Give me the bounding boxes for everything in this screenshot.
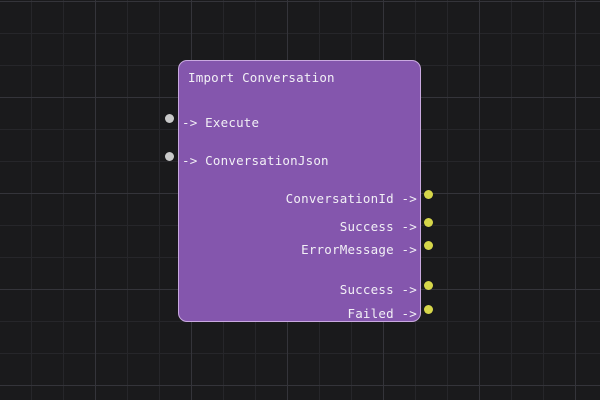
output-connector-conversationid-dot[interactable]: [424, 190, 433, 199]
output-pin-conversationid-label[interactable]: ConversationId ->: [285, 191, 417, 206]
output-connector-success-exec-dot[interactable]: [424, 281, 433, 290]
output-connector-failed-dot[interactable]: [424, 305, 433, 314]
blueprint-node-import-conversation[interactable]: Import Conversation -> Execute -> Conver…: [178, 60, 421, 322]
output-connector-errormessage-dot[interactable]: [424, 241, 433, 250]
output-pin-failed-label[interactable]: Failed ->: [347, 306, 417, 321]
node-title: Import Conversation: [188, 70, 335, 85]
output-pin-errormessage-label[interactable]: ErrorMessage ->: [301, 242, 417, 257]
input-pin-conversationjson-label[interactable]: -> ConversationJson: [182, 153, 329, 168]
output-pin-success-exec-label[interactable]: Success ->: [339, 282, 417, 297]
input-connector-conversationjson-dot[interactable]: [165, 152, 174, 161]
output-pin-success-label[interactable]: Success ->: [339, 219, 417, 234]
input-pin-execute-label[interactable]: -> Execute: [182, 115, 260, 130]
output-connector-success-dot[interactable]: [424, 218, 433, 227]
input-connector-execute-dot[interactable]: [165, 114, 174, 123]
